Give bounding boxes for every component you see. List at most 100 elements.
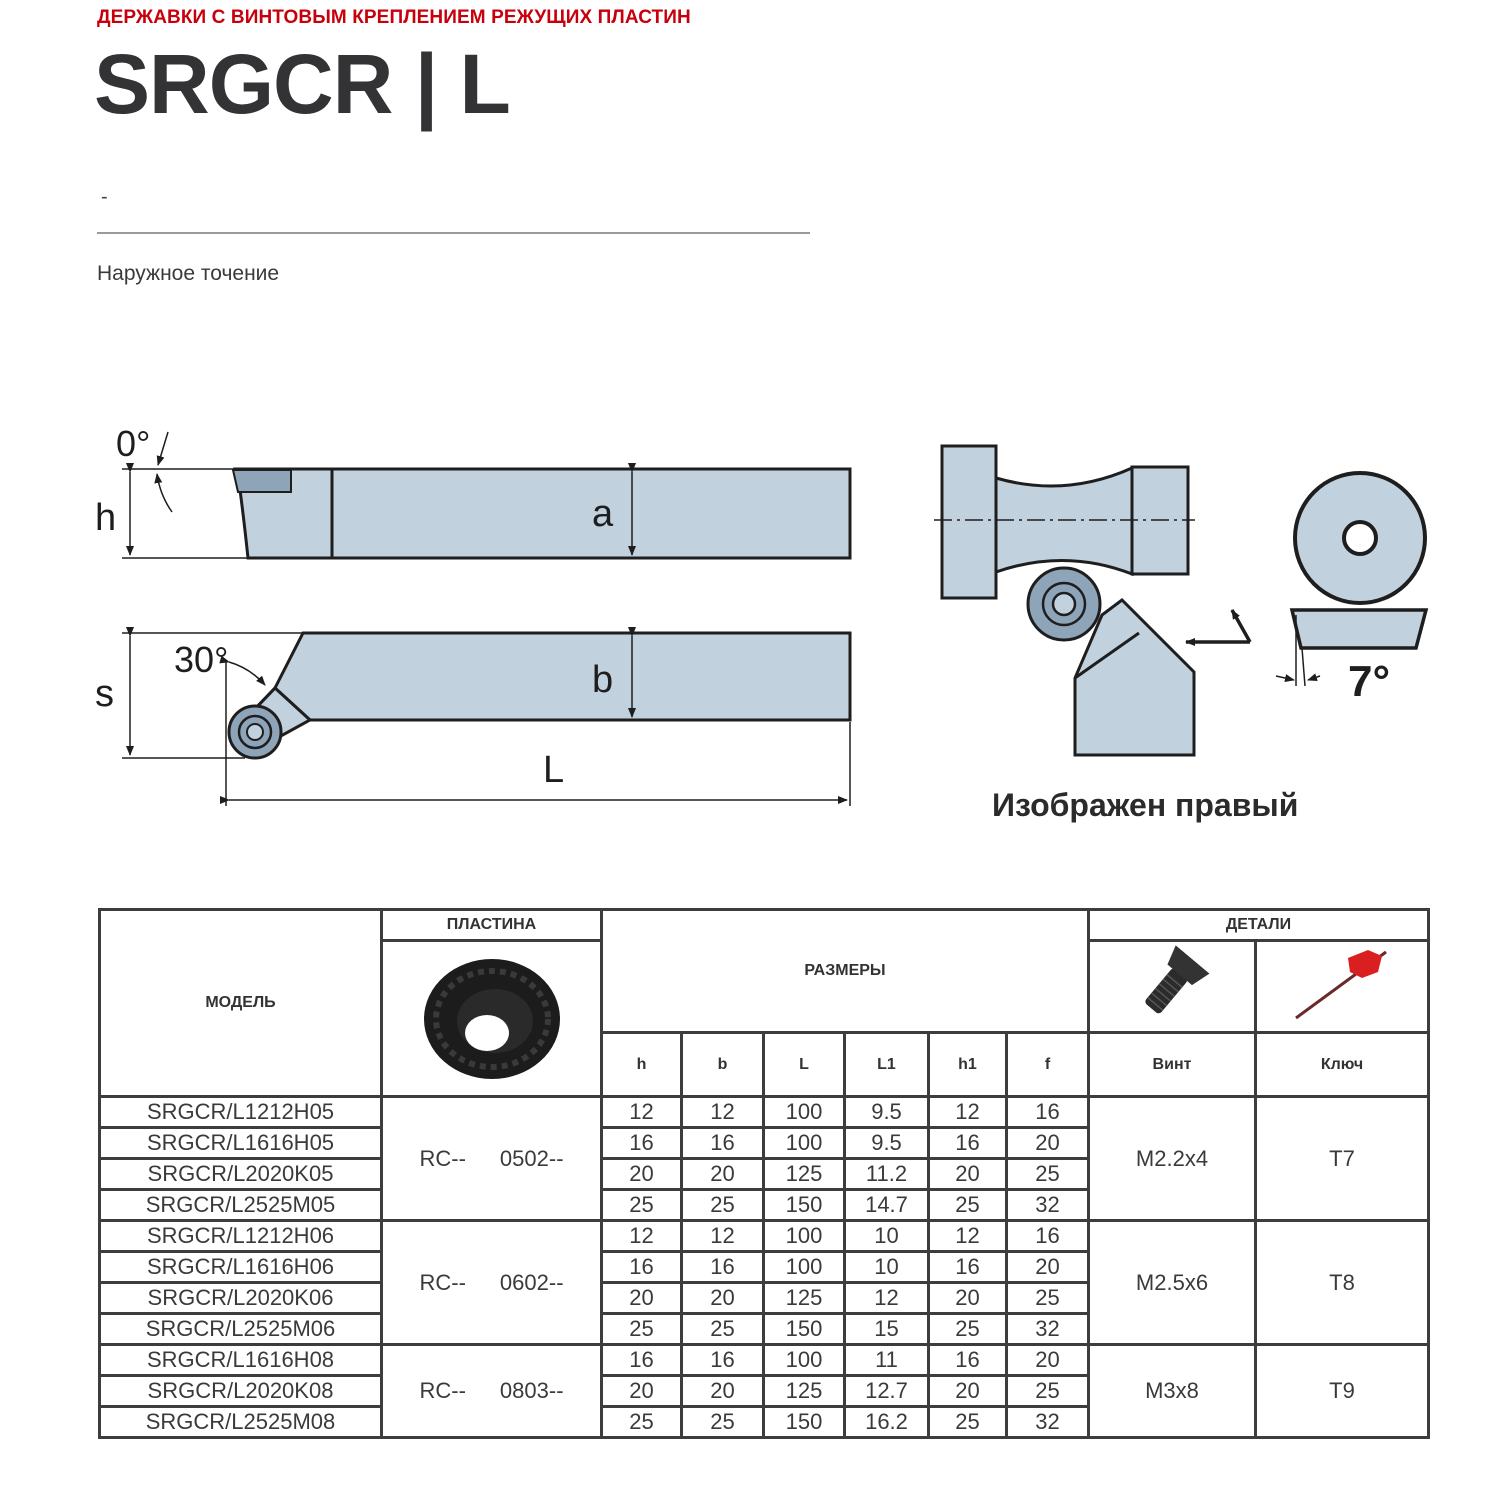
insert-image-cell xyxy=(380,939,603,1098)
h1-cell: 16 xyxy=(927,1250,1008,1284)
model-cell: SRGCR/L2525M08 xyxy=(98,1405,383,1439)
b-cell: 25 xyxy=(680,1188,765,1222)
drawing-caption: Изображен правый xyxy=(992,787,1299,823)
f-cell: 32 xyxy=(1005,1188,1090,1222)
L-cell: 125 xyxy=(762,1281,846,1315)
h-cell: 16 xyxy=(600,1250,683,1284)
screw-cell: M3x8 xyxy=(1087,1343,1257,1439)
table-row: SRGCR/L2020K05 20 20 125 11.2 20 25 xyxy=(98,1157,1429,1191)
L1-cell: 10 xyxy=(843,1250,930,1284)
L1-cell: 11 xyxy=(843,1343,930,1377)
screw-icon xyxy=(1145,944,1210,1013)
angle-0-label: 0° xyxy=(116,423,150,464)
L-cell: 100 xyxy=(762,1095,846,1129)
dim-h-label: h xyxy=(95,497,116,539)
h1-cell: 20 xyxy=(927,1374,1008,1408)
angle-7-label: 7° xyxy=(1348,657,1390,706)
b-cell: 20 xyxy=(680,1157,765,1191)
L-cell: 100 xyxy=(762,1250,846,1284)
L1-cell: 9.5 xyxy=(843,1095,930,1129)
L-cell: 125 xyxy=(762,1157,846,1191)
L1-cell: 16.2 xyxy=(843,1405,930,1439)
col-key: Ключ xyxy=(1254,1031,1430,1098)
model-cell: SRGCR/L1212H06 xyxy=(98,1219,383,1253)
h1-cell: 16 xyxy=(927,1126,1008,1160)
description-placeholder: - xyxy=(101,186,108,208)
model-cell: SRGCR/L2020K08 xyxy=(98,1374,383,1408)
L1-cell: 9.5 xyxy=(843,1126,930,1160)
L1-cell: 15 xyxy=(843,1312,930,1346)
dim-a-label: a xyxy=(592,493,614,535)
h1-cell: 25 xyxy=(927,1312,1008,1346)
h-cell: 20 xyxy=(600,1281,683,1315)
L-cell: 125 xyxy=(762,1374,846,1408)
table-row: SRGCR/L2020K06 20 20 125 12 20 25 xyxy=(98,1281,1429,1315)
b-cell: 16 xyxy=(680,1250,765,1284)
h-cell: 12 xyxy=(600,1219,683,1253)
application-subtitle: Наружное точение xyxy=(97,262,280,285)
model-cell: SRGCR/L2020K05 xyxy=(98,1157,383,1191)
f-cell: 20 xyxy=(1005,1343,1090,1377)
b-cell: 16 xyxy=(680,1126,765,1160)
h-cell: 25 xyxy=(600,1188,683,1222)
L-cell: 100 xyxy=(762,1126,846,1160)
col-screw: Винт xyxy=(1087,1031,1257,1098)
h1-cell: 16 xyxy=(927,1343,1008,1377)
model-cell: SRGCR/L2020K06 xyxy=(98,1281,383,1315)
h1-cell: 25 xyxy=(927,1188,1008,1222)
h1-cell: 20 xyxy=(927,1281,1008,1315)
dim-b-label: b xyxy=(592,659,613,701)
L1-cell: 12 xyxy=(843,1281,930,1315)
h1-cell: 12 xyxy=(927,1095,1008,1129)
L1-cell: 12.7 xyxy=(843,1374,930,1408)
angle-30-label: 30° xyxy=(174,639,228,680)
screw-cell: M2.5x6 xyxy=(1087,1219,1257,1346)
b-cell: 25 xyxy=(680,1405,765,1439)
b-cell: 12 xyxy=(680,1095,765,1129)
insert-detail-view xyxy=(1275,471,1429,687)
f-cell: 25 xyxy=(1005,1374,1090,1408)
model-cell: SRGCR/L1212H05 xyxy=(98,1095,383,1129)
header-dimensions: РАЗМЕРЫ xyxy=(600,908,1090,1034)
L-cell: 100 xyxy=(762,1219,846,1253)
col-b: b xyxy=(680,1031,765,1098)
table-row: SRGCR/L1212H06 RC--0602-- 12 12 100 10 1… xyxy=(98,1219,1430,1346)
L-cell: 150 xyxy=(762,1312,846,1346)
dim-s-label: s xyxy=(95,673,114,715)
h-cell: 20 xyxy=(600,1157,683,1191)
h-cell: 12 xyxy=(600,1095,683,1129)
dim-L-label: L xyxy=(543,749,564,791)
L1-cell: 14.7 xyxy=(843,1188,930,1222)
h-cell: 25 xyxy=(600,1312,683,1346)
L-cell: 150 xyxy=(762,1405,846,1439)
col-L: L xyxy=(762,1031,846,1098)
b-cell: 20 xyxy=(680,1374,765,1408)
model-cell: SRGCR/L2525M05 xyxy=(98,1188,383,1222)
drawing-labels: 0° h a 30° s b L 7° xyxy=(95,423,1390,791)
L-cell: 150 xyxy=(762,1188,846,1222)
L-cell: 100 xyxy=(762,1343,846,1377)
top-view xyxy=(122,627,852,806)
h-cell: 25 xyxy=(600,1405,683,1439)
key-cell: T8 xyxy=(1254,1219,1430,1346)
header-details: ДЕТАЛИ xyxy=(1087,908,1430,942)
L1-cell: 10 xyxy=(843,1219,930,1253)
insert-cell: RC--0803-- xyxy=(380,1343,603,1439)
b-cell: 20 xyxy=(680,1281,765,1315)
page-title: SRGCR | L xyxy=(94,37,511,131)
col-h1: h1 xyxy=(927,1031,1008,1098)
f-cell: 25 xyxy=(1005,1281,1090,1315)
table-row: SRGCR/L2020K08 20 20 125 12.7 20 25 xyxy=(98,1374,1429,1408)
L1-cell: 11.2 xyxy=(843,1157,930,1191)
f-cell: 16 xyxy=(1005,1219,1090,1253)
h-cell: 20 xyxy=(600,1374,683,1408)
h-cell: 16 xyxy=(600,1126,683,1160)
f-cell: 25 xyxy=(1005,1157,1090,1191)
technical-drawing: 0° h a 30° s b L 7° xyxy=(95,423,1429,806)
table-row: SRGCR/L2525M06 25 25 150 15 25 32 xyxy=(98,1312,1429,1346)
f-cell: 20 xyxy=(1005,1126,1090,1160)
model-cell: SRGCR/L2525M06 xyxy=(98,1312,383,1346)
h1-cell: 20 xyxy=(927,1157,1008,1191)
b-cell: 25 xyxy=(680,1312,765,1346)
col-h: h xyxy=(600,1031,683,1098)
